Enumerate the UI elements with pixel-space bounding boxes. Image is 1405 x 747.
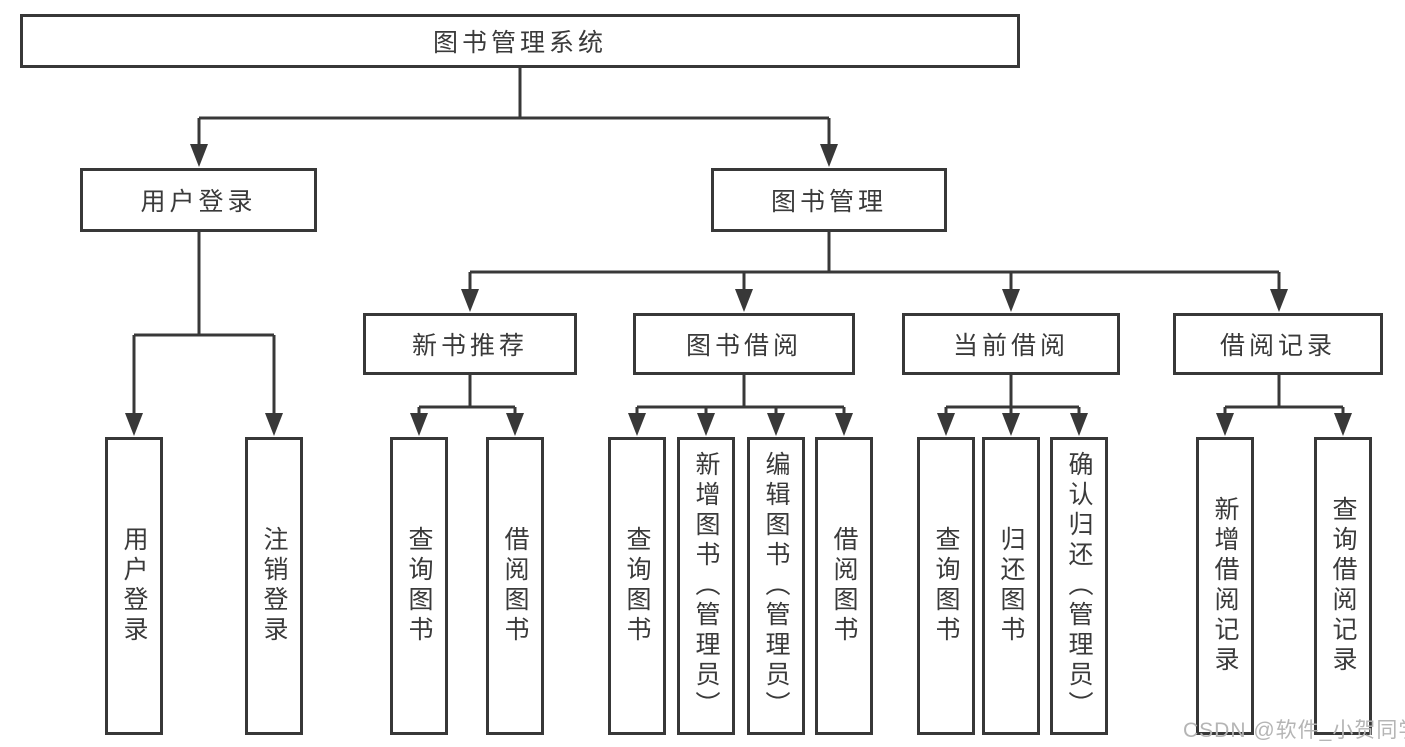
node-label: 借阅图书	[501, 526, 529, 646]
node-label: 注销登录	[260, 526, 288, 646]
connector-new-book-group	[410, 375, 524, 436]
node-label: 确认归还（管理员）	[1065, 451, 1093, 721]
node-label: 借阅图书	[830, 526, 858, 646]
node-leaf-query-books-borrow: 查询图书	[608, 437, 666, 735]
node-leaf-query-borrow-record: 查询借阅记录	[1314, 437, 1372, 735]
connector-book-management-group	[461, 232, 1288, 312]
node-label: 查询借阅记录	[1329, 496, 1357, 676]
node-label: 查询图书	[405, 526, 433, 646]
connector-user-login-group	[125, 232, 283, 436]
node-leaf-add-books-admin: 新增图书（管理员）	[677, 437, 735, 735]
node-label: 查询图书	[623, 526, 651, 646]
node-label: 编辑图书（管理员）	[762, 451, 790, 721]
node-borrowing-records: 借阅记录	[1173, 313, 1383, 375]
node-label: 查询图书	[932, 526, 960, 646]
node-leaf-borrow-books-recommend: 借阅图书	[486, 437, 544, 735]
node-new-book-recommendation: 新书推荐	[363, 313, 577, 375]
node-label: 用户登录	[120, 526, 148, 646]
connector-borrow-records-group	[1216, 375, 1352, 436]
node-leaf-edit-books-admin: 编辑图书（管理员）	[747, 437, 805, 735]
node-user-login: 用户登录	[80, 168, 317, 232]
node-leaf-query-books-recommend: 查询图书	[390, 437, 448, 735]
node-leaf-add-borrow-record: 新增借阅记录	[1196, 437, 1254, 735]
node-book-borrowing: 图书借阅	[633, 313, 855, 375]
node-leaf-borrow-books: 借阅图书	[815, 437, 873, 735]
node-leaf-confirm-return-admin: 确认归还（管理员）	[1050, 437, 1108, 735]
node-label: 新增图书（管理员）	[692, 451, 720, 721]
connector-book-borrow-group	[628, 375, 853, 436]
connector-root-to-level2	[190, 68, 838, 167]
node-label: 新增借阅记录	[1211, 496, 1239, 676]
node-label: 归还图书	[997, 526, 1025, 646]
node-current-borrowing: 当前借阅	[902, 313, 1120, 375]
node-leaf-logout: 注销登录	[245, 437, 303, 735]
node-book-management: 图书管理	[711, 168, 947, 232]
node-leaf-user-login: 用户登录	[105, 437, 163, 735]
connector-current-borrow-group	[937, 375, 1088, 436]
node-leaf-return-books: 归还图书	[982, 437, 1040, 735]
watermark-text: CSDN @软件_小贺同学	[1183, 719, 1405, 742]
node-leaf-query-books-current: 查询图书	[917, 437, 975, 735]
node-root-library-management-system: 图书管理系统	[20, 14, 1020, 68]
